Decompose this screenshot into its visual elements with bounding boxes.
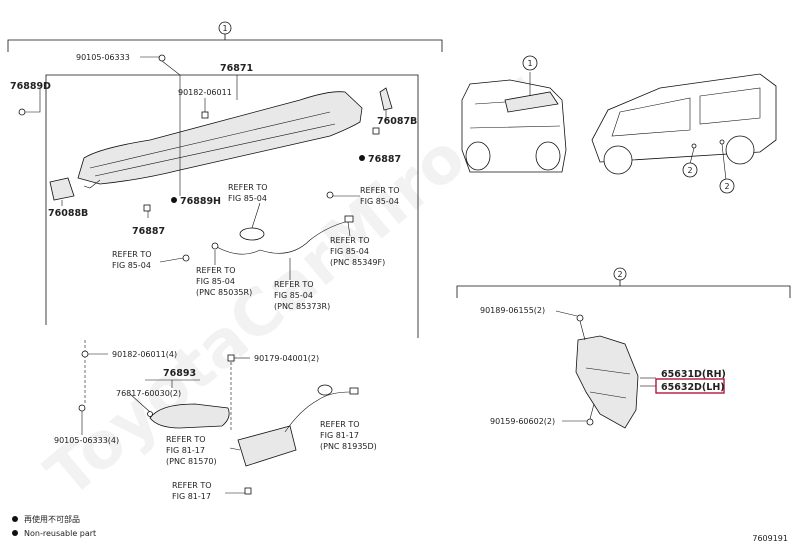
license-lamp	[237, 425, 297, 467]
label-90182-06011-4: 90182-06011(4)	[112, 350, 177, 359]
ref-2-line-2: FIG 85-04	[360, 197, 399, 206]
ref-8-line-3: (PNC 81935D)	[320, 442, 377, 451]
label-76087b: 76087B	[377, 116, 417, 127]
label-76889h: 76889H	[180, 196, 221, 207]
nonreusable-76887	[359, 155, 365, 161]
ref-7-line-3: (PNC 81570)	[166, 457, 217, 466]
vehicle-callout-1	[522, 55, 538, 71]
legend-nonreusable-en: Non-reusable part	[24, 529, 96, 538]
label-90179-04001-2: 90179-04001(2)	[254, 354, 319, 363]
label-65631d: 65631D(RH)	[661, 369, 726, 380]
ref-9-line-1: REFER TO	[172, 481, 212, 490]
section-1: 1	[7, 21, 443, 338]
label-76893: 76893	[163, 368, 196, 379]
clip-76887-a	[372, 127, 380, 135]
lamp-socket-lower	[317, 384, 333, 396]
vehicle-side-view: 2 2	[591, 73, 777, 194]
label-76817-60030-2: 76817-60030(2)	[116, 389, 181, 398]
vehicle-callout-1-text: 1	[527, 59, 532, 68]
section-1-number: 1	[222, 24, 227, 33]
highlight-65632d	[655, 378, 725, 394]
ref-7-line-1: REFER TO	[166, 435, 206, 444]
label-90105-06333: 90105-06333	[76, 53, 130, 62]
clip-76887-b	[143, 204, 151, 212]
screw-90179	[227, 354, 235, 362]
legend-bullet-1	[12, 516, 18, 522]
figure-id: 7609191	[752, 534, 788, 543]
label-76889d: 76889D	[10, 81, 51, 92]
clip-90189	[576, 314, 584, 322]
vehicle-callout-2a	[682, 162, 698, 178]
ref-2-line-1: REFER TO	[360, 186, 400, 195]
clip-76817	[147, 411, 153, 417]
lamp-connector	[349, 387, 359, 395]
bolt-90159	[586, 418, 594, 426]
lower-left-assembly: 90182-06011(4) 90179-04001(2) 76893 7681…	[54, 340, 377, 501]
bracket-76088b	[49, 177, 75, 201]
ref-5-line-3: (PNC 85373R)	[274, 302, 330, 311]
ref-4-line-3: (PNC 85035R)	[196, 288, 252, 297]
label-90105-06333-4: 90105-06333(4)	[54, 436, 119, 445]
ref-1-line-2: FIG 85-04	[228, 194, 267, 203]
grommet-upper	[326, 191, 334, 199]
label-90189-06155-2: 90189-06155(2)	[480, 306, 545, 315]
label-76871: 76871	[220, 63, 253, 74]
ref-7-line-2: FIG 81-17	[166, 446, 205, 455]
screw-lower	[244, 487, 252, 495]
vehicle-rear-view: 1	[461, 55, 567, 173]
clip-76889d	[18, 108, 26, 116]
ref-6-line-2: FIG 85-04	[330, 247, 369, 256]
grommet	[182, 254, 190, 262]
label-90182-06011: 90182-06011	[178, 88, 232, 97]
ref-5-line-1: REFER TO	[274, 280, 314, 289]
ref-6-line-3: (PNC 85349F)	[330, 258, 385, 267]
nonreusable-76889h	[171, 197, 177, 203]
clip-90182-4	[81, 350, 89, 358]
ref-5-line-2: FIG 85-04	[274, 291, 313, 300]
mudguard	[575, 335, 639, 429]
ref-4-line-2: FIG 85-04	[196, 277, 235, 286]
ref-1-line-1: REFER TO	[228, 183, 268, 192]
label-76887-b: 76887	[132, 226, 165, 237]
label-76088b: 76088B	[48, 208, 88, 219]
ref-8-line-1: REFER TO	[320, 420, 360, 429]
vehicle-callout-2b-text: 2	[724, 182, 729, 191]
ref-3-line-2: FIG 85-04	[112, 261, 151, 270]
vehicle-callout-2a-text: 2	[687, 166, 692, 175]
bolt-90105	[158, 54, 166, 62]
section-2-callout	[613, 267, 627, 281]
section-2: 2 90189-06155(2) 65631D(RH) 65632D(LH) 9…	[456, 267, 791, 429]
ref-8-line-2: FIG 81-17	[320, 431, 359, 440]
label-65632d: 65632D(LH)	[661, 382, 725, 393]
ref-9-line-2: FIG 81-17	[172, 492, 211, 501]
connector-right	[344, 215, 354, 223]
section-1-callout	[218, 21, 232, 35]
legend-nonreusable-jp: 再使用不可部品	[24, 514, 80, 524]
ref-3-line-1: REFER TO	[112, 250, 152, 259]
legend-bullet-2	[12, 530, 18, 536]
bolt-90105-4	[78, 404, 86, 412]
ref-6-line-1: REFER TO	[330, 236, 370, 245]
connector-left	[211, 242, 219, 250]
legend: 再使用不可部品 Non-reusable part	[12, 514, 96, 538]
label-90159-60602-2: 90159-60602(2)	[490, 417, 555, 426]
ref-4-line-1: REFER TO	[196, 266, 236, 275]
lamp-socket	[239, 227, 265, 241]
section-2-number: 2	[617, 270, 622, 279]
bracket-76087b	[379, 87, 393, 111]
vehicle-callout-2b	[719, 178, 735, 194]
label-76887-a: 76887	[368, 154, 401, 165]
garnish-76893	[149, 403, 230, 429]
clip-90182	[201, 111, 209, 119]
